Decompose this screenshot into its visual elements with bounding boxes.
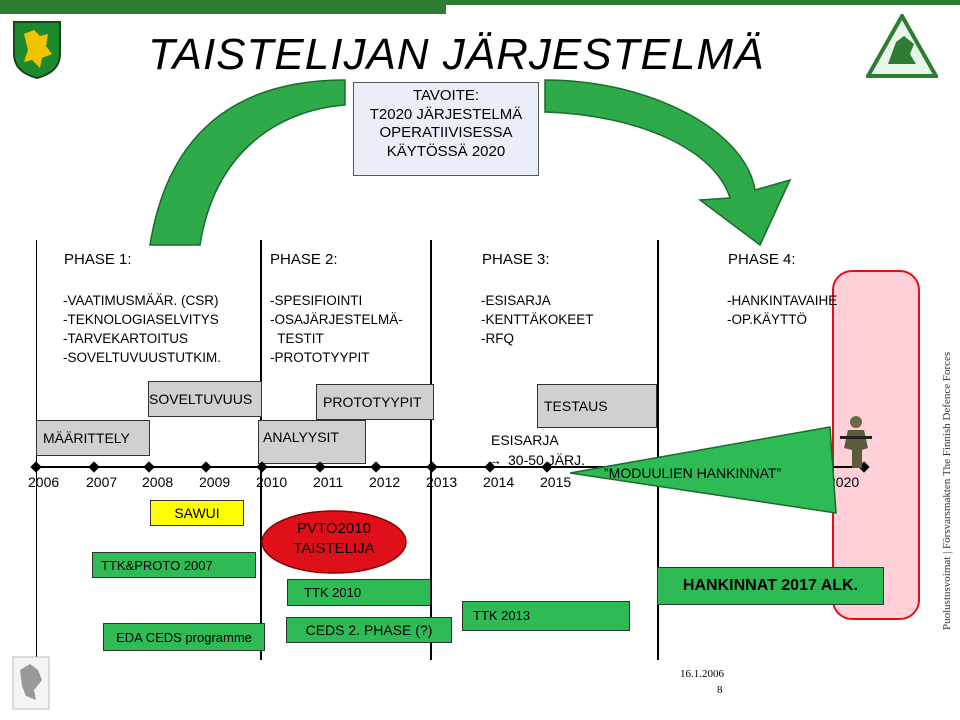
phase-4-items: -HANKINTAVAIHE -OP.KÄYTTÖ <box>727 291 837 329</box>
maarittely-box: MÄÄRITTELY <box>36 420 150 456</box>
sawui-label: SAWUI <box>174 505 219 521</box>
goal-line-4: KÄYTÖSSÄ 2020 <box>354 143 538 162</box>
ttk-proto-label: TTK&PROTO 2007 <box>101 558 213 573</box>
ttk-2010-label: TTK 2010 <box>304 585 361 600</box>
year-label: 2006 <box>28 474 59 490</box>
year-label: 2012 <box>369 474 400 490</box>
prototyypit-label: PROTOTYYPIT <box>323 394 422 410</box>
year-tick <box>88 461 99 472</box>
testaus-label: TESTAUS <box>544 398 608 414</box>
esisarja-label: ESISARJA <box>491 432 559 448</box>
eda-ceds-box: EDA CEDS programme <box>103 623 265 651</box>
eda-ceds-label: EDA CEDS programme <box>116 630 252 645</box>
soveltuvuus-label: SOVELTUVUUS <box>149 391 252 407</box>
year-label: 2013 <box>426 474 457 490</box>
testaus-box: TESTAUS <box>537 384 657 428</box>
ttk-2010-box: TTK 2010 <box>287 579 431 606</box>
footer-page-number: 8 <box>717 684 723 696</box>
goal-line-3: OPERATIIVISESSA <box>354 124 538 143</box>
hankinnat-label: HANKINNAT 2017 ALK. <box>683 577 858 595</box>
year-label: 2010 <box>256 474 287 490</box>
year-label: 2009 <box>199 474 230 490</box>
goal-box: TAVOITE: T2020 JÄRJESTELMÄ OPERATIIVISES… <box>353 82 539 176</box>
analyysit-label: ANALYYSIT <box>263 429 339 445</box>
sawui-box: SAWUI <box>150 500 244 526</box>
ceds-phase-box: CEDS 2. PHASE (?) <box>286 617 452 643</box>
year-tick <box>143 461 154 472</box>
ttk-2013-box: TTK 2013 <box>462 601 630 631</box>
phase-1-label: PHASE 1: <box>64 251 132 268</box>
year-tick <box>426 461 437 472</box>
ceds-phase-label: CEDS 2. PHASE (?) <box>306 622 433 638</box>
soldier-icon <box>836 414 876 470</box>
hankinnat-box: HANKINNAT 2017 ALK. <box>657 567 884 605</box>
pvto-label: PVTO2010 TAISTELIJA <box>260 519 408 559</box>
pvto-text: PVTO2010 TAISTELIJA <box>260 519 408 559</box>
year-label: 2008 <box>142 474 173 490</box>
year-label: 2015 <box>540 474 571 490</box>
prototyypit-box: PROTOTYYPIT <box>316 384 434 420</box>
phase-2-label: PHASE 2: <box>270 251 338 268</box>
year-tick <box>30 461 41 472</box>
moduulien-hankinnat-text: MODUULIEN HANKINNAT <box>609 465 777 481</box>
analyysit-box: ANALYYSIT <box>258 420 366 464</box>
soveltuvuus-box: SOVELTUVUUS <box>148 381 262 417</box>
moduulien-hankinnat-label: ”MODUULIEN HANKINNAT” <box>604 465 781 481</box>
ttk-2013-label: TTK 2013 <box>473 608 530 623</box>
phase-4-label: PHASE 4: <box>728 251 796 268</box>
footer-emblem-icon <box>12 656 50 710</box>
phase-1-items: -VAATIMUSMÄÄR. (CSR) -TEKNOLOGIASELVITYS… <box>63 291 221 367</box>
goal-line-2: T2020 JÄRJESTELMÄ <box>354 106 538 125</box>
maarittely-label: MÄÄRITTELY <box>43 430 130 446</box>
goal-line-1: TAVOITE: <box>354 87 538 106</box>
phase-3-label: PHASE 3: <box>482 251 550 268</box>
year-tick <box>200 461 211 472</box>
year-tick <box>370 461 381 472</box>
year-label: 2014 <box>483 474 514 490</box>
year-label: 2007 <box>86 474 117 490</box>
phase-3-items: -ESISARJA -KENTTÄKOKEET -RFQ <box>481 291 594 348</box>
ttk-proto-box: TTK&PROTO 2007 <box>92 552 256 578</box>
side-organization-text: Puolustusvoimat | Försvarsmakten The Fin… <box>941 340 955 630</box>
phase-2-items: -SPESIFIOINTI -OSAJÄRJESTELMÄ- TESTIT -P… <box>270 291 403 367</box>
year-label: 2011 <box>313 474 343 490</box>
footer-date: 16.1.2006 <box>680 668 724 680</box>
